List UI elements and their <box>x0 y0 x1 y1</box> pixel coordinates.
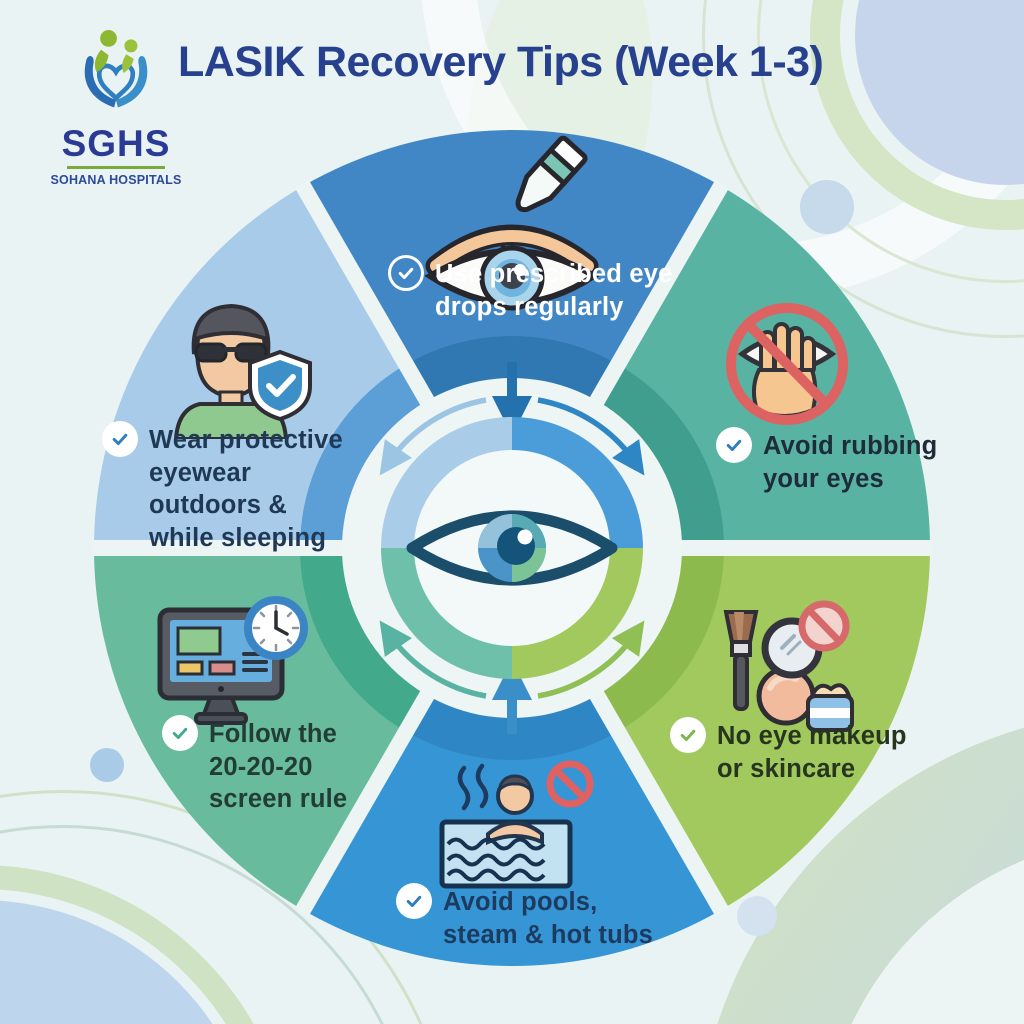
tip-line: steam & hot tubs <box>443 920 654 949</box>
person-with-shield-icon <box>173 303 312 439</box>
check-icon <box>396 883 432 919</box>
tip-line: screen rule <box>209 785 348 814</box>
tip-line: while sleeping <box>149 523 327 552</box>
tip-protective-eyewear: Wear protective eyewear outdoors & while… <box>102 421 343 555</box>
tip-use-eye-drops: Use prescribed eye drops regularly <box>388 255 673 323</box>
page-title: LASIK Recovery Tips (Week 1-3) <box>178 38 824 86</box>
tip-no-makeup: No eye makeup or skincare <box>670 717 907 785</box>
hospital-logo-mark-icon <box>84 30 148 108</box>
tip-line: Use prescribed eye <box>435 260 673 288</box>
tip-line: eyewear <box>149 458 252 487</box>
no-pools-hot-tubs-icon <box>439 760 594 889</box>
background-dot-decoration <box>737 896 777 936</box>
tip-line: 20-20-20 <box>209 752 313 781</box>
eye-dropper-icon <box>424 135 600 311</box>
check-icon <box>162 715 198 751</box>
check-icon <box>670 717 706 753</box>
tip-line: Wear protective <box>149 426 343 454</box>
tip-line: drops regularly <box>435 292 624 321</box>
tip-line: Avoid rubbing <box>763 432 938 460</box>
hospital-logo: SGHS SOHANA HOSPITALS <box>36 24 196 187</box>
logo-abbreviation: SGHS <box>61 123 171 164</box>
center-eye-icon <box>406 510 618 586</box>
tip-line: No eye makeup <box>717 722 907 750</box>
tip-avoid-pools: Avoid pools, steam & hot tubs <box>396 883 654 951</box>
cycle-arrows-icon <box>379 362 645 734</box>
tip-line: your eyes <box>763 464 884 493</box>
check-icon <box>102 421 138 457</box>
background-dot-decoration <box>90 748 124 782</box>
no-makeup-icon <box>723 600 854 732</box>
background-ring-hole <box>820 835 1024 1024</box>
tip-avoid-rubbing: Avoid rubbing your eyes <box>716 427 938 495</box>
logo-underline <box>67 166 165 169</box>
tip-line: Avoid pools, <box>443 888 598 916</box>
logo-hospital-name: SOHANA HOSPITALS <box>50 173 182 187</box>
tip-screen-rule: Follow the 20-20-20 screen rule <box>162 715 348 816</box>
tip-line: outdoors & <box>149 491 287 520</box>
no-eye-rubbing-icon <box>726 303 848 425</box>
check-icon <box>716 427 752 463</box>
screen-with-clock-icon <box>157 596 308 725</box>
tip-line: Follow the <box>209 720 338 748</box>
check-icon <box>388 255 424 291</box>
background-dot-decoration <box>800 180 854 234</box>
tip-line: or skincare <box>717 754 856 783</box>
